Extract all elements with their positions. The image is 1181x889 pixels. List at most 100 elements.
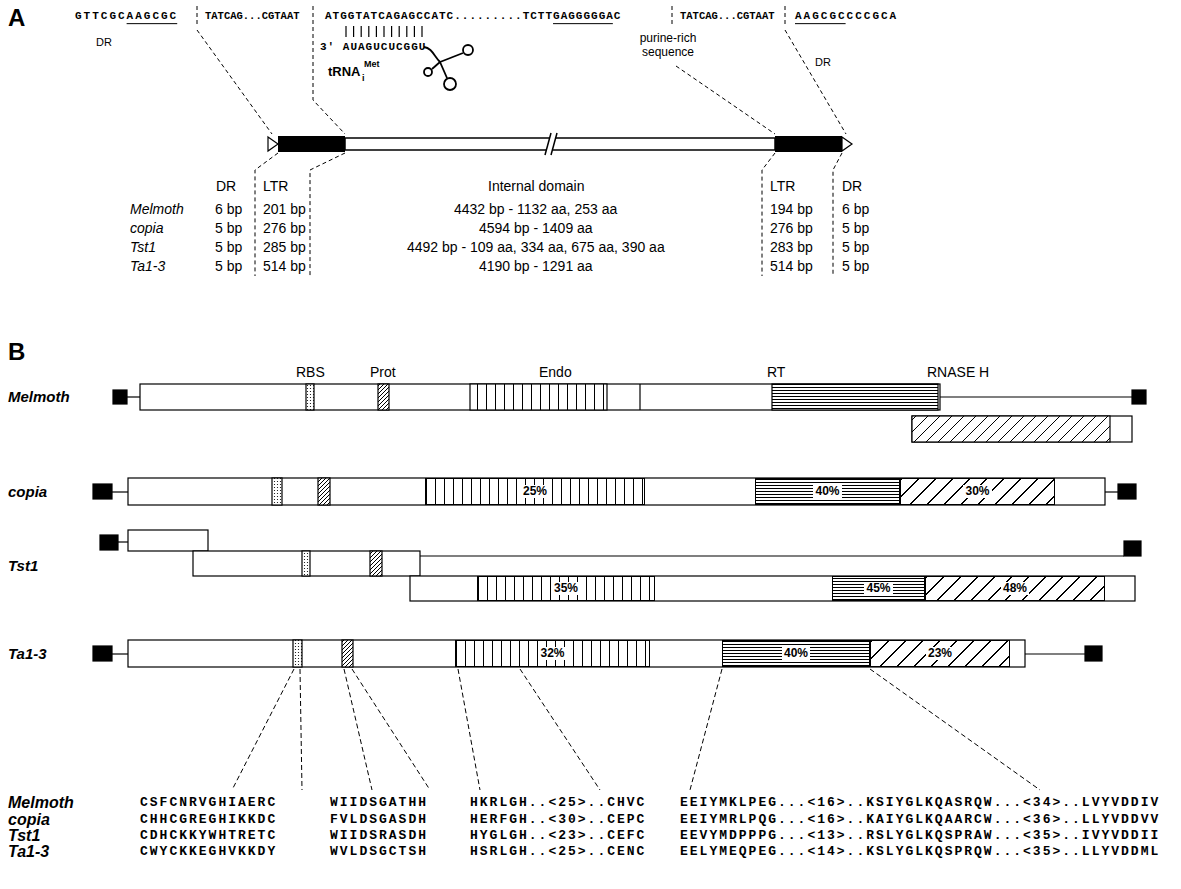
leader-line	[690, 669, 722, 790]
ltr-block	[1124, 541, 1141, 556]
leader-line	[458, 669, 480, 790]
domain-box: 40%	[755, 478, 900, 505]
trna-arm	[440, 53, 463, 62]
trna-label: tRNA	[328, 65, 361, 80]
connector-line	[420, 555, 1124, 556]
identity-percent: 30%	[963, 485, 991, 499]
protein-motif: WIIDSRASDH	[330, 829, 428, 844]
trna-loop	[444, 78, 456, 90]
rt-domain	[772, 384, 938, 410]
dna-sequence: TATCAG...CGTAAT	[680, 10, 775, 22]
protein-motif: EELYMEQPEG...<14>..KSLYGLKQSPRQW...<35>.…	[680, 845, 1160, 860]
domain-box: 23%	[870, 640, 1010, 667]
orf-box	[128, 530, 208, 551]
panel-letter: A	[8, 4, 25, 32]
ltr-block	[775, 136, 842, 152]
panel-letter: B	[8, 338, 25, 366]
domain-header: Endo	[539, 364, 572, 380]
element-name: Ta1-3	[8, 645, 47, 662]
ltr-block	[113, 390, 127, 404]
table-cell: 5 bp	[215, 220, 242, 236]
rnase-h-domain	[912, 416, 1110, 442]
connector-line	[112, 653, 128, 654]
pairing-tick	[353, 26, 354, 37]
leader-line	[676, 66, 775, 134]
pairing-tick	[414, 26, 415, 37]
table-cell: 201 bp	[263, 201, 306, 217]
domain-box: 35%	[477, 576, 655, 601]
orf-box	[912, 416, 1132, 442]
repeat-label: DR	[815, 56, 831, 69]
break-gap	[545, 133, 557, 155]
leader-line	[520, 669, 600, 790]
element-name: Melmoth	[8, 388, 70, 405]
protease-domain	[342, 640, 353, 667]
protein-motif: CDHCKKYWHTRETC	[140, 829, 277, 844]
leader-line	[352, 669, 430, 790]
leader-line	[300, 669, 302, 790]
orf-box	[140, 384, 940, 410]
table-cell: 5 bp	[842, 258, 869, 274]
pairing-tick	[361, 26, 362, 37]
element-name: Ta1-3	[8, 843, 49, 861]
table-cell: 276 bp	[263, 220, 306, 236]
trna-superscript: Met	[364, 59, 380, 69]
direct-repeat-arrow	[268, 137, 278, 151]
element-name: Melmoth	[8, 794, 74, 812]
orf-box	[193, 551, 420, 576]
identity-percent: 48%	[1001, 582, 1029, 596]
boundary-line	[197, 6, 198, 24]
break-mark	[545, 133, 551, 155]
break-mark	[551, 133, 557, 155]
identity-percent: 35%	[552, 582, 580, 596]
identity-percent: 45%	[864, 582, 892, 596]
element-name: Tst1	[130, 239, 156, 255]
connector-line	[1105, 491, 1118, 492]
table-cell: 5 bp	[842, 239, 869, 255]
protein-motif: EEIYMRLPQG...<16>..KAIYGLKQAARCW...<36>.…	[680, 813, 1160, 828]
protein-motif: EEIYMKLPEG...<16>..KSIYGLKQASRQW...<34>.…	[680, 796, 1160, 811]
pairing-tick	[383, 26, 384, 37]
table-cell: 6 bp	[842, 201, 869, 217]
rbs-domain	[272, 478, 282, 505]
domain-box: 30%	[900, 478, 1055, 505]
protease-domain	[370, 551, 382, 576]
domain-box: 40%	[722, 640, 870, 667]
domain-box: 25%	[425, 478, 645, 505]
pairing-tick	[399, 26, 400, 37]
sequence-underline	[127, 23, 178, 24]
table-header: DR	[216, 178, 236, 194]
ltr-block	[278, 136, 345, 152]
annotation: purine-rich sequence	[626, 32, 710, 60]
element-name: copia	[8, 811, 50, 829]
table-cell: 276 bp	[770, 220, 813, 236]
table-cell: 283 bp	[770, 239, 813, 255]
ltr-block	[100, 535, 118, 550]
column-separator	[310, 153, 345, 276]
pairing-tick	[421, 26, 422, 37]
table-cell: 194 bp	[770, 201, 813, 217]
endonuclease-domain	[470, 384, 607, 410]
ltr-block	[1118, 484, 1136, 499]
connector-line	[940, 396, 1132, 397]
leader-line	[232, 669, 294, 790]
repeat-label: DR	[96, 36, 112, 49]
internal-domain-bar	[345, 138, 775, 150]
dna-sequence: AAGCGCCCCGCA	[795, 10, 898, 23]
ltr-block	[1085, 646, 1102, 661]
protein-motif: HYGLGH..<23>..CEFC	[470, 829, 646, 844]
identity-percent: 25%	[521, 485, 549, 499]
rbs-domain	[306, 384, 314, 410]
table-cell: 514 bp	[263, 258, 306, 274]
dna-sequence: TATCAG...CGTAAT	[205, 10, 300, 22]
protein-motif: CSFCNRVGHIAERC	[140, 796, 277, 811]
protein-motif: HKRLGH..<25>..CHVC	[470, 796, 646, 811]
pairing-tick	[391, 26, 392, 37]
pairing-tick	[368, 26, 369, 37]
trna-subscript: i	[362, 73, 365, 83]
pairing-tick	[376, 26, 377, 37]
rbs-domain	[293, 640, 302, 667]
orf-box	[128, 640, 1025, 667]
